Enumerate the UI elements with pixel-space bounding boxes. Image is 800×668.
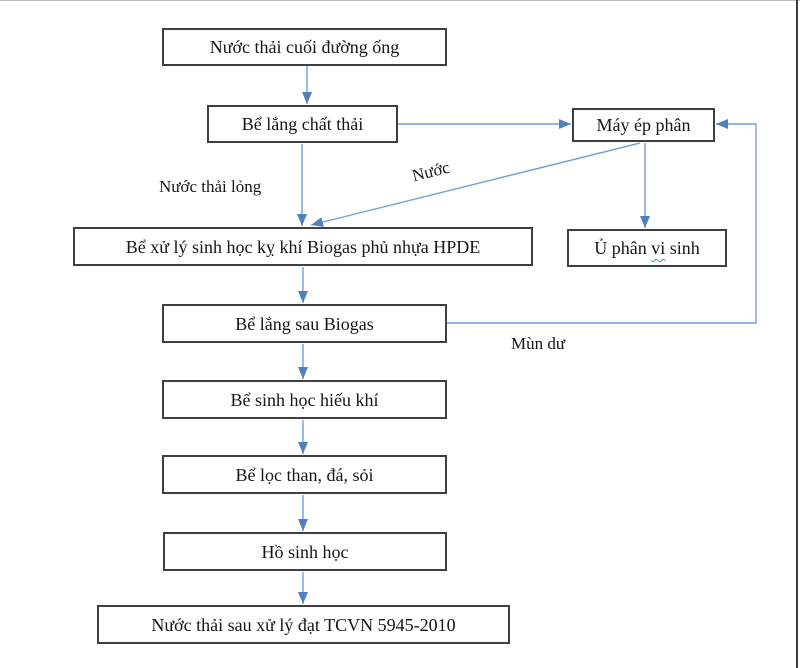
edge-label-residual-humus: Mùn dư <box>511 334 566 353</box>
node-charcoal-stone-gravel-filter: Bể lọc than, đá, sỏi <box>162 455 447 494</box>
page-border-right <box>796 0 798 668</box>
node-post-biogas-settling-tank: Bể lắng sau Biogas <box>162 304 447 343</box>
node-biological-pond: Hồ sinh học <box>163 532 447 571</box>
node-waste-settling-tank: Bể lắng chất thải <box>207 105 398 143</box>
compost-label-spellcheck-word: vi <box>651 238 666 258</box>
node-biogas-anaerobic-tank: Bể xử lý sinh học kỵ khí Biogas phủ nhựa… <box>73 227 533 266</box>
page-border-top <box>0 0 800 1</box>
compost-label-prefix: Ủ phân <box>594 238 652 258</box>
arrow-press-to-biogas-water <box>310 142 641 227</box>
node-treated-water-outlet: Nước thải sau xử lý đạt TCVN 5945-2010 <box>97 605 510 644</box>
node-manure-press: Máy ép phân <box>572 108 715 142</box>
edge-label-water: Nước <box>410 157 452 186</box>
node-microbial-composting: Ủ phân vi sinh <box>567 229 727 267</box>
node-wastewater-inlet: Nước thải cuối đường ống <box>162 28 447 66</box>
compost-label-suffix: sinh <box>665 238 700 258</box>
arrow-postbiogas-to-press-feedback <box>447 119 757 324</box>
node-aerobic-biological-tank: Bể sinh học hiếu khí <box>162 380 447 419</box>
edge-label-liquid-waste: Nước thải lỏng <box>159 177 262 196</box>
